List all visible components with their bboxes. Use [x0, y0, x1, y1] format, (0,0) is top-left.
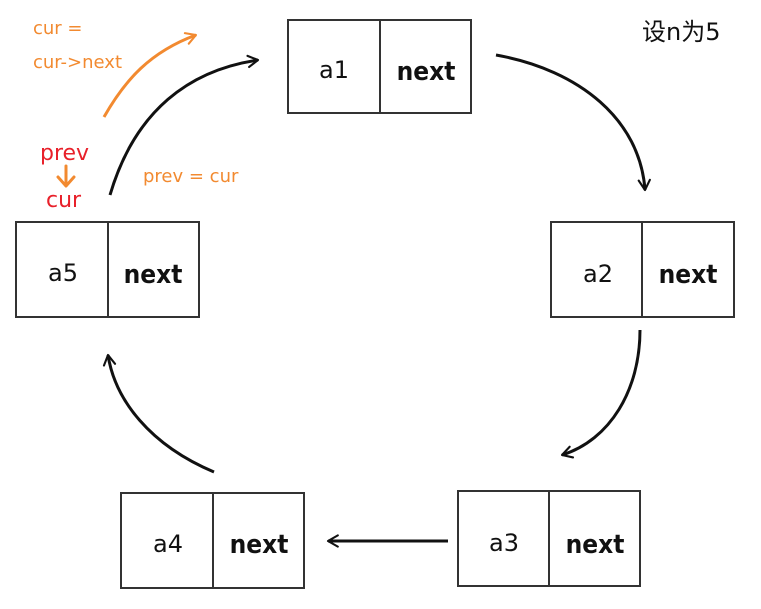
node-a5-next: next — [124, 260, 183, 290]
label-cur-next: cur->next — [33, 52, 122, 73]
arrow-a2-to-a3 — [560, 329, 642, 459]
node-a2-value: a2 — [583, 260, 613, 288]
node-a2-next: next — [659, 260, 718, 290]
node-a4-next: next — [230, 530, 289, 560]
arrow-prev-to-cur — [56, 164, 76, 188]
arrow-a1-to-a2 — [495, 53, 651, 192]
arrow-a5-to-a1 — [108, 54, 260, 196]
node-a5: a5 next — [15, 221, 200, 318]
node-a1-value: a1 — [319, 56, 349, 84]
node-a5-value: a5 — [48, 259, 78, 287]
label-cur-eq: cur = — [33, 18, 83, 39]
node-a3-value: a3 — [489, 529, 519, 557]
node-a3-next: next — [566, 530, 625, 560]
node-a1: a1 next — [287, 19, 472, 114]
node-a4-value: a4 — [153, 530, 183, 558]
node-a2: a2 next — [550, 221, 735, 318]
label-cur: cur — [46, 188, 82, 213]
label-prev-eq-cur: prev = cur — [143, 166, 239, 187]
node-a1-next: next — [397, 57, 456, 87]
label-prev: prev — [40, 141, 89, 166]
arrow-cur-advance — [102, 32, 198, 118]
node-a3: a3 next — [457, 490, 641, 587]
arrow-a4-to-a5 — [102, 353, 215, 474]
node-a4: a4 next — [120, 492, 305, 589]
diagram-title: 设n为5 — [642, 18, 720, 46]
